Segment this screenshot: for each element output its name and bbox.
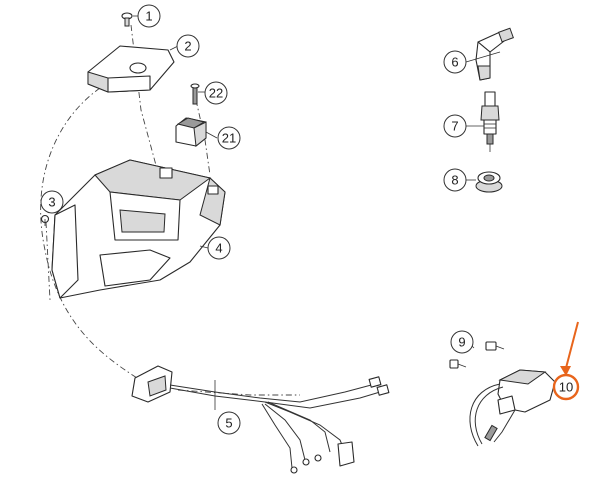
callout-label: 10 — [559, 380, 573, 395]
part-seal-8 — [475, 171, 503, 193]
callout-3: 3 — [40, 190, 64, 214]
part-cover-2 — [87, 45, 175, 93]
callout-2: 2 — [176, 34, 200, 58]
part-screw-1 — [121, 12, 133, 27]
part-tray-4 — [51, 159, 226, 299]
part-bolt-22 — [190, 83, 200, 105]
part-ignition-coil-10 — [469, 369, 556, 447]
callout-6: 6 — [443, 50, 467, 74]
callout-label: 22 — [209, 86, 223, 101]
callout-8: 8 — [443, 168, 467, 192]
callout-21: 21 — [217, 126, 241, 150]
callout-5: 5 — [217, 411, 241, 435]
callout-4: 4 — [207, 236, 231, 260]
part-bolts-9 — [449, 341, 505, 369]
callout-9: 9 — [450, 330, 474, 354]
highlight-arrow — [560, 321, 579, 376]
callout-10[interactable]: 10 — [552, 373, 580, 401]
callout-label: 1 — [145, 9, 152, 24]
callout-label: 7 — [451, 119, 458, 134]
callout-label: 3 — [48, 195, 55, 210]
part-plug-cap-6 — [475, 27, 514, 81]
callout-label: 2 — [184, 39, 191, 54]
callout-7: 7 — [443, 114, 467, 138]
part-spark-plug-7 — [480, 91, 500, 152]
part-screw-3 — [40, 214, 50, 226]
callout-label: 6 — [451, 55, 458, 70]
callout-1: 1 — [137, 4, 161, 28]
callout-label: 4 — [215, 241, 222, 256]
callout-label: 8 — [451, 173, 458, 188]
part-harness-5 — [131, 365, 390, 474]
callout-label: 21 — [222, 131, 236, 146]
callout-label: 5 — [225, 416, 232, 431]
callout-22: 22 — [204, 81, 228, 105]
part-block-21 — [175, 117, 207, 147]
callout-label: 9 — [458, 335, 465, 350]
